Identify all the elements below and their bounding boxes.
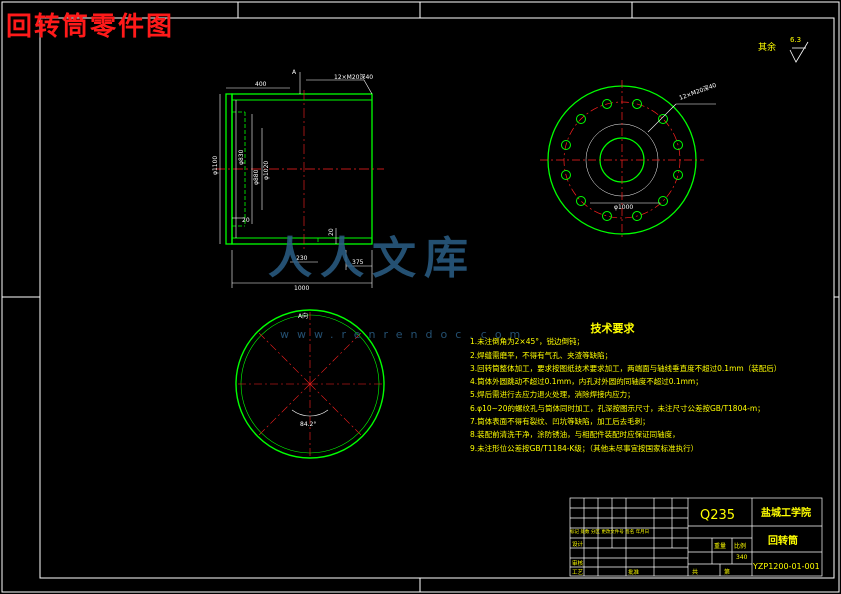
surface-note-label: 其余 [758, 43, 777, 53]
dim-20-left: 20 [242, 217, 250, 224]
tb-row-label: 处数 [580, 530, 590, 535]
dim-400: 400 [255, 81, 267, 88]
tech-req-heading: 技术要求 [590, 322, 635, 335]
bolt-hole [673, 139, 684, 150]
a-view-ray [258, 383, 311, 436]
tb-row-label: 年月日 [635, 530, 650, 535]
bolt-hole [575, 113, 586, 124]
side-callout: 12×M20深40 [678, 81, 718, 102]
a-view-angle: 84.2° [300, 421, 316, 428]
a-view-ray [309, 332, 362, 385]
a-view: A向 84.2° [235, 309, 385, 459]
bolt-hole [658, 113, 669, 124]
tech-req-line: 1.未注倒角为2×45°，锐边倒钝； [470, 337, 585, 347]
front-callout: 12×M20深40 [334, 73, 373, 81]
surface-finish-symbol [789, 41, 809, 63]
side-pcd: φ1000 [614, 204, 633, 211]
bolt-hole [632, 211, 643, 222]
dim-phi1100: φ1100 [212, 156, 219, 175]
title-block [569, 497, 823, 577]
dim-230: 230 [296, 255, 308, 262]
tech-req-line: 8.装配前清洗干净，涂防锈油，与相配件装配时应保证同轴度， [470, 430, 680, 440]
tb-material: Q235 [700, 508, 736, 523]
surface-note: 其余 6.3 [758, 36, 801, 53]
tech-req-line: 4.筒体外圆跳动不超过0.1mm，内孔对外圆的同轴度不超过0.1mm； [470, 377, 703, 387]
tb-row-labels: 标记 处数 分区 更改文件号 签名 年月日 [570, 529, 649, 535]
tech-req-line: 5.焊后需进行去应力退火处理，消除焊接内应力； [470, 390, 635, 400]
tb-designer-label: 设计 [572, 542, 584, 548]
watermark-url: www.renrendoc.com [280, 328, 529, 341]
bolt-hole [658, 196, 669, 207]
bolt-hole [560, 139, 571, 150]
tb-page-label: 第 [724, 569, 731, 576]
bolt-hole [601, 211, 612, 222]
tech-req-line: 7.筒体表面不得有裂纹、凹坑等缺陷，加工后去毛刺； [470, 417, 650, 427]
tb-checker-label: 审核 [572, 561, 584, 567]
dim-1000: 1000 [294, 285, 309, 292]
dim-phi880: φ880 [253, 169, 260, 185]
bolt-hole [601, 98, 612, 109]
tech-req-line: 6.φ10~20的螺纹孔与筒体同时加工，孔深按图示尺寸，未注尺寸公差按GB/T1… [470, 403, 765, 413]
a-view-label: A向 [298, 312, 308, 320]
tb-approve-label: 批准 [628, 570, 640, 576]
front-view: 400 φ1100 φ830 φ880 φ1020 20 230 20 375 … [212, 69, 384, 292]
bolt-hole-pattern [560, 98, 684, 222]
tb-row-label: 签名 [625, 530, 635, 535]
tb-part-name: 回转筒 [768, 536, 798, 547]
tb-count: 340 [736, 554, 748, 561]
tb-school: 盐城工学院 [761, 508, 811, 519]
inner-frame [39, 17, 835, 579]
a-view-ray [258, 332, 311, 385]
tech-requirements: 技术要求 1.未注倒角为2×45°，锐边倒钝； 2.焊缝需磨平，不得有气孔、夹渣… [470, 322, 795, 455]
tb-sheet-label: 共 [692, 569, 699, 576]
dim-375: 375 [352, 259, 364, 266]
bolt-hole [673, 170, 684, 181]
surface-note-value: 6.3 [790, 36, 802, 44]
tb-row-label: 更改文件号 [601, 530, 624, 535]
tb-scale-label: 比例 [734, 543, 747, 550]
dim-20-right: 20 [328, 228, 335, 236]
bolt-hole [575, 196, 586, 207]
section-mark-a: A [292, 69, 297, 76]
tech-req-line: 9.未注形位公差按GB/T1184-K级；（其他未尽事宜按国家标准执行） [470, 443, 699, 453]
tech-req-line: 3.回转筒整体加工，要求按图纸技术要求加工，两端面与轴线垂直度不超过0.1mm（… [470, 363, 782, 373]
tb-row-label: 标记 [570, 530, 579, 535]
bolt-hole [560, 170, 571, 181]
tech-req-line: 2.焊缝需磨平，不得有气孔、夹渣等缺陷； [470, 350, 613, 360]
dim-phi830: φ830 [238, 149, 245, 165]
tb-row-label: 分区 [590, 530, 600, 535]
dim-phi1020: φ1020 [263, 161, 270, 180]
a-view-ray [309, 383, 362, 436]
watermark: 人人文库 www.renrendoc.com [268, 222, 520, 341]
page-title: 回转筒零件图 [6, 12, 175, 42]
tb-process-label: 工艺 [572, 570, 584, 576]
tb-weight-label: 重量 [714, 543, 727, 550]
watermark-main: 人人文库 [268, 233, 476, 284]
tb-drawing-no: YZP1200-01-001 [753, 562, 820, 571]
bolt-hole [632, 98, 643, 109]
side-view: 12×M20深40 φ1000 [540, 80, 718, 240]
